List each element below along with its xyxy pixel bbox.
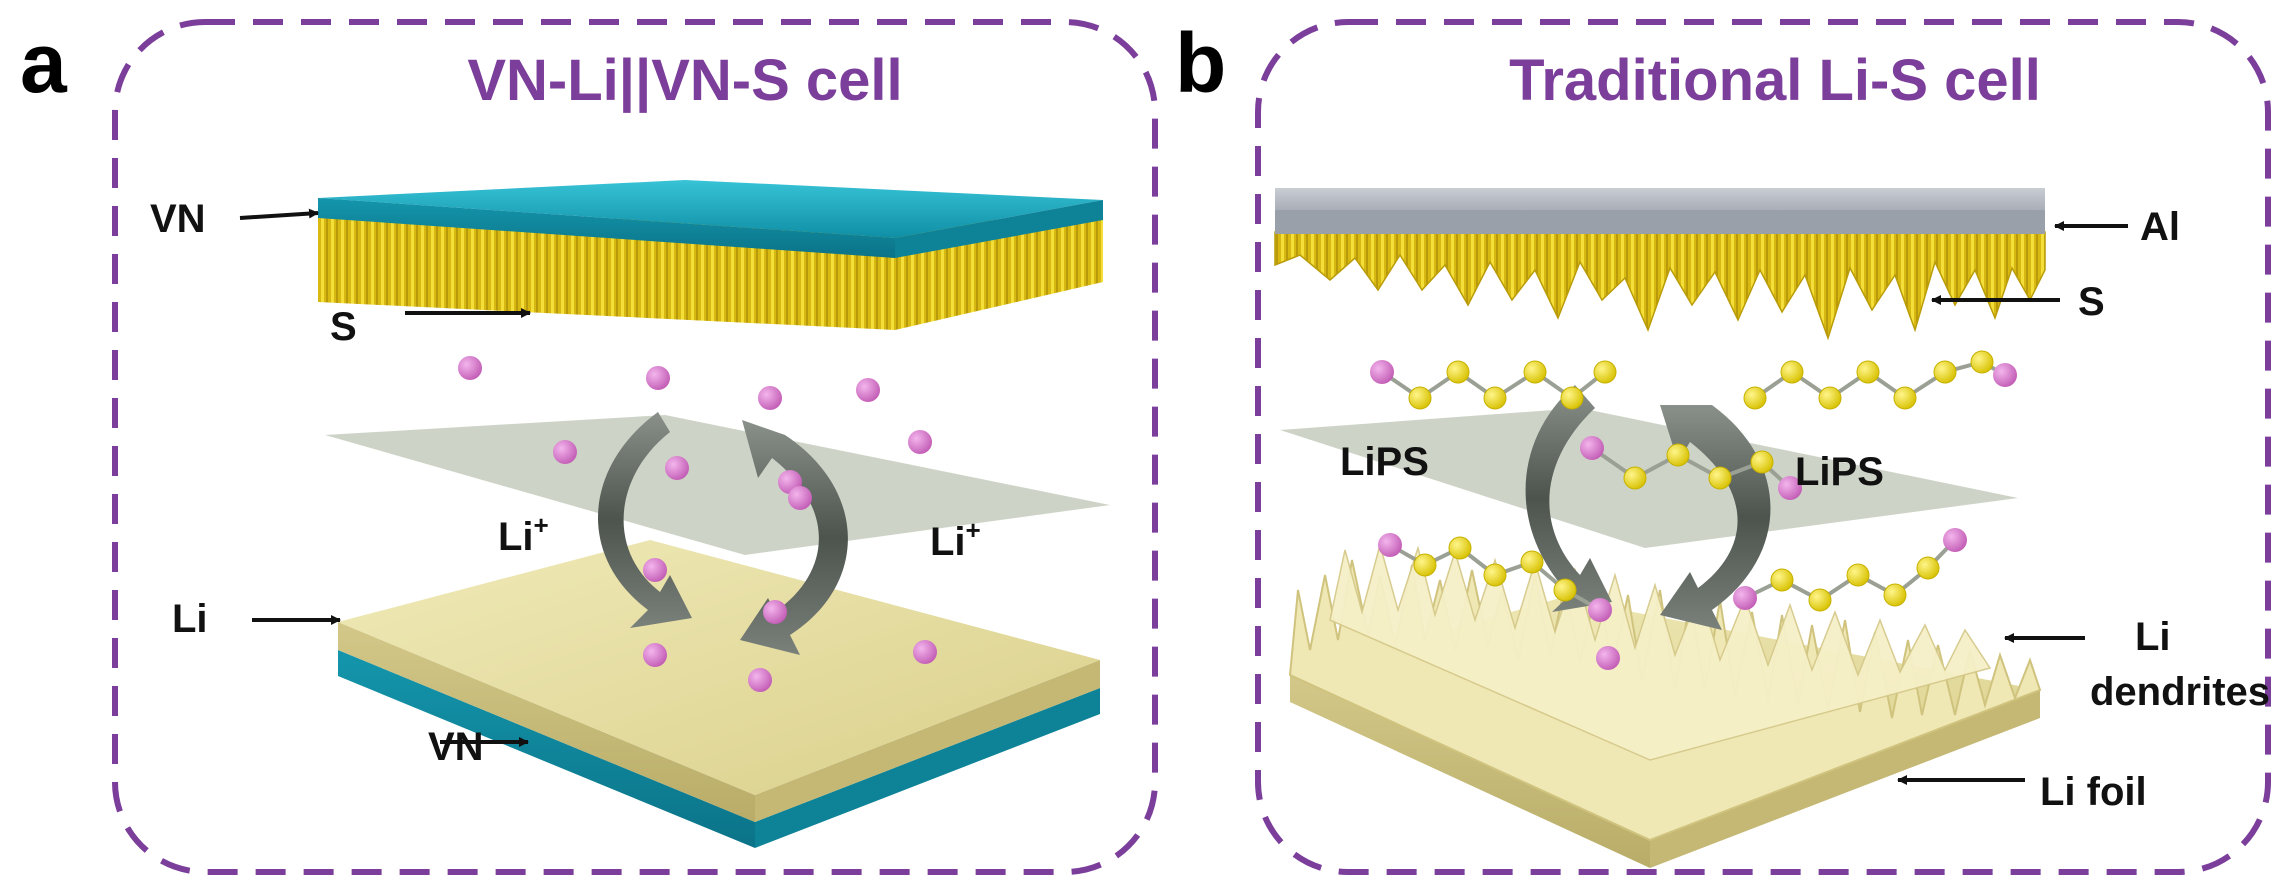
li-ion [643,643,667,667]
label-li-foil: Li foil [2040,770,2147,814]
li-metal-top [338,540,1100,795]
li-dendrites-back [1329,542,1992,761]
cycle-arrow-left-b [1525,385,1612,612]
cycle-arrow-right-b [1660,405,1771,630]
label-s-a: S [330,305,357,349]
panel-b-title: Traditional Li-S cell [1509,48,2041,113]
lips-chain-upper-right [1743,350,2017,410]
al-s-electrode [1274,188,2046,341]
label-lips-right: LiPS [1795,450,1884,494]
panel-a-title: VN-Li||VN-S cell [467,48,902,113]
li-ion [646,366,670,390]
lips-chain-lower-left [1378,533,1612,622]
label-vn-bottom: VN [428,725,484,769]
li-ion [788,486,812,510]
li-ion [553,440,577,464]
label-li-dendrites-line2: dendrites [2090,670,2270,714]
li-ion [748,668,772,692]
li-foil-side-right [1650,690,2040,868]
separator-b [1280,408,2018,548]
li-metal-side-right [755,660,1100,822]
label-li-a: Li [172,597,208,641]
panel-b: b Traditional Li-S cell [1175,16,2271,875]
vn-layer-bottom-side-right [755,688,1100,848]
li-vn-electrode [338,540,1100,848]
li-ion [643,558,667,582]
label-li-dendrites-line1: Li [2135,615,2171,659]
pointer-vn-top [239,208,319,220]
vn-s-electrode [318,180,1103,330]
cycle-arrow-left [597,412,692,628]
li-ion [908,430,932,454]
separator-a [325,415,1110,555]
label-lips-left: LiPS [1340,440,1429,484]
al-foil-top [1275,188,2045,210]
li-ion [763,600,787,624]
vn-layer-top-side-right [895,200,1103,258]
label-li-ion-right: Li+ [930,515,981,564]
li-metal-side [338,622,755,822]
li-ion [1596,646,1620,670]
li-ion [758,386,782,410]
cycle-arrow-right [740,420,848,655]
lips-chain-upper-left [1370,360,1617,410]
li-ion [913,640,937,664]
label-vn-top: VN [150,197,206,241]
lips-chain-middle [1580,436,1802,500]
lips-chain-lower-right [1733,528,1967,612]
al-foil-side [1275,210,2045,234]
panel-a: a VN-Li||VN-S cell [20,16,1158,875]
panel-b-frame [1255,19,2271,875]
sulfur-layer-spiky [1274,231,2046,341]
panel-a-frame [112,19,1158,875]
label-s-b: S [2078,280,2105,324]
li-ion [458,356,482,380]
panel-a-letter: a [20,16,68,110]
li-ion [856,378,880,402]
li-foil-side [1290,675,1650,868]
vn-layer-top-face [318,180,1103,238]
panel-b-letter: b [1175,16,1226,110]
li-ion [665,456,689,480]
vn-layer-bottom-side [338,650,755,848]
label-li-ion-left: Li+ [498,510,549,559]
vn-layer-top-side [318,198,895,258]
label-al: Al [2140,205,2180,249]
